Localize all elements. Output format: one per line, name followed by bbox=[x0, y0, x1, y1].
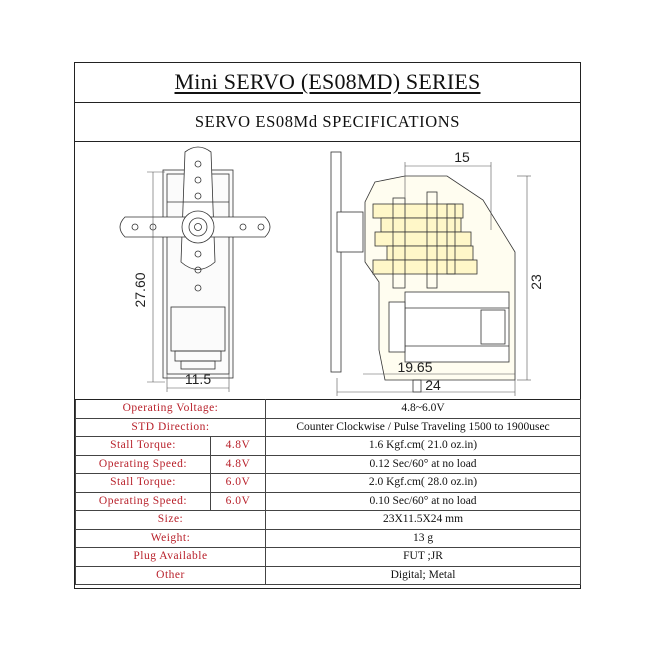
spec-value: 0.10 Sec/60° at no load bbox=[265, 491, 581, 511]
spec-label: Stall Torque: bbox=[75, 436, 211, 456]
dim-gear-offset: 15 bbox=[454, 149, 470, 165]
spec-sheet: Mini SERVO (ES08MD) SERIES SERVO ES08Md … bbox=[74, 62, 581, 589]
spec-value: 23X11.5X24 mm bbox=[265, 510, 581, 530]
spec-value: Digital; Metal bbox=[265, 565, 581, 585]
side-dimension-lines bbox=[336, 162, 531, 396]
front-dimension-lines bbox=[147, 171, 230, 392]
front-view bbox=[119, 146, 271, 379]
spec-label: Operating Speed: bbox=[75, 454, 211, 474]
spec-label: Operating Speed: bbox=[75, 491, 211, 511]
spec-label: STD Direction: bbox=[75, 417, 266, 437]
spec-value: Counter Clockwise / Pulse Traveling 1500… bbox=[265, 417, 581, 437]
servo-drawing: 27.60 11.5 15 23 19.65 24 bbox=[119, 146, 544, 396]
subtitle-row: SERVO ES08Md SPECIFICATIONS bbox=[75, 102, 580, 142]
dim-width-front: 11.5 bbox=[185, 371, 211, 387]
spec-value: 2.0 Kgf.cm( 28.0 oz.in) bbox=[265, 473, 581, 493]
spec-label: Other bbox=[75, 565, 266, 585]
spec-label: Operating Voltage: bbox=[75, 399, 266, 419]
spec-label: Plug Available bbox=[75, 547, 266, 567]
page-subtitle: SERVO ES08Md SPECIFICATIONS bbox=[194, 112, 461, 131]
title-row: Mini SERVO (ES08MD) SERIES bbox=[75, 63, 580, 103]
spec-value: 4.8~6.0V bbox=[265, 399, 581, 419]
spec-voltage: 4.8V bbox=[210, 454, 266, 474]
dim-body-length: 19.65 bbox=[397, 359, 432, 375]
dim-height-side: 23 bbox=[528, 274, 544, 290]
side-view bbox=[330, 151, 516, 393]
spec-row: Operating Voltage:4.8~6.0V bbox=[75, 399, 581, 419]
spec-label: Size: bbox=[75, 510, 266, 530]
spec-value: 0.12 Sec/60° at no load bbox=[265, 454, 581, 474]
spec-label: Stall Torque: bbox=[75, 473, 211, 493]
spec-row: Weight:13 g bbox=[75, 528, 581, 548]
page-title: Mini SERVO (ES08MD) SERIES bbox=[174, 69, 481, 94]
dim-total-length: 24 bbox=[425, 377, 441, 393]
dim-height-front: 27.60 bbox=[132, 272, 148, 307]
spec-voltage: 6.0V bbox=[210, 491, 266, 511]
spec-row: STD Direction:Counter Clockwise / Pulse … bbox=[75, 417, 581, 437]
spec-value: 1.6 Kgf.cm( 21.0 oz.in) bbox=[265, 436, 581, 456]
spec-value: FUT ;JR bbox=[265, 547, 581, 567]
spec-row: Size:23X11.5X24 mm bbox=[75, 510, 581, 530]
spec-value: 13 g bbox=[265, 528, 581, 548]
spec-label: Weight: bbox=[75, 528, 266, 548]
spec-voltage: 6.0V bbox=[210, 473, 266, 493]
spec-voltage: 4.8V bbox=[210, 436, 266, 456]
